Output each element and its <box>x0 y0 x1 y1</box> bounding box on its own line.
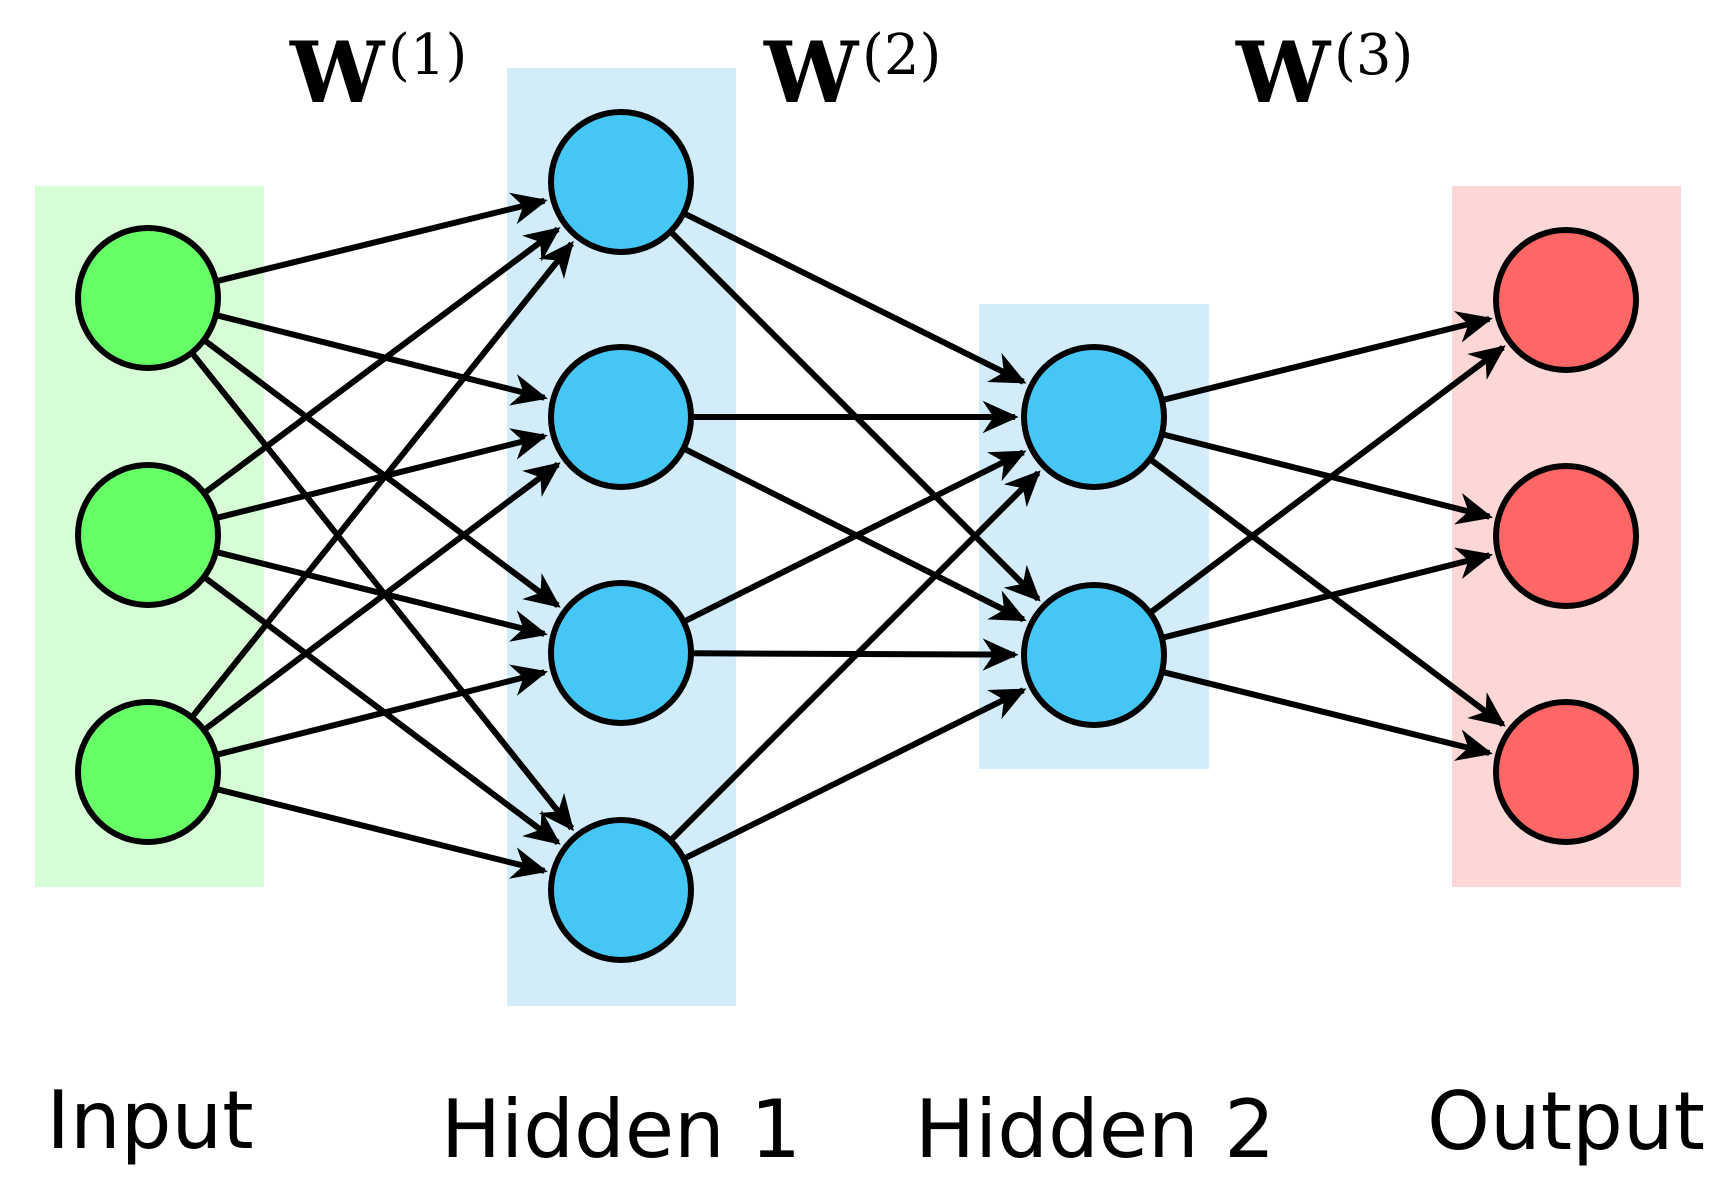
weight-3-base: W <box>1235 23 1332 122</box>
edge-hidden2-2-to-output-1 <box>1148 345 1506 616</box>
edge-input-2-to-hidden1-1 <box>202 226 561 496</box>
layer-label-hidden2: Hidden 2 <box>915 1083 1275 1176</box>
weight-2-base: W <box>763 23 860 122</box>
edge-input-3-to-hidden1-4 <box>215 786 548 879</box>
edge-hidden2-2-to-output-3 <box>1161 668 1493 761</box>
edge-input-2-to-hidden1-4 <box>202 574 561 845</box>
edge-hidden1-3-to-hidden2-1 <box>682 449 1027 625</box>
edge-input-1-to-hidden1-3 <box>202 337 561 608</box>
weight-label-3: W (3) <box>1235 23 1413 122</box>
weight-1-base: W <box>289 23 386 122</box>
weight-3-superscript: (3) <box>1334 23 1413 88</box>
connections <box>189 192 1506 879</box>
weight-label-2: W (2) <box>763 23 941 122</box>
edge-input-3-to-hidden1-2 <box>202 462 561 733</box>
layer-label-hidden1: Hidden 1 <box>441 1083 801 1176</box>
neuron-output-1 <box>1493 227 1639 373</box>
neuron-output-3 <box>1493 699 1639 845</box>
edge-input-2-to-hidden1-3 <box>215 549 548 642</box>
neuron-hidden1-1 <box>548 109 694 255</box>
layer-label-output: Output <box>1427 1075 1705 1168</box>
neuron-input-3 <box>75 699 221 845</box>
edge-hidden2-2-to-output-2 <box>1161 547 1493 641</box>
layer-label-input: Input <box>46 1074 253 1167</box>
weight-2-superscript: (2) <box>862 23 941 88</box>
edge-input-1-to-hidden1-1 <box>215 192 548 285</box>
neurons <box>75 109 1639 963</box>
edge-hidden2-1-to-output-2 <box>1161 431 1493 525</box>
weight-1-superscript: (1) <box>388 23 467 88</box>
weight-label-1: W (1) <box>289 23 467 122</box>
neuron-hidden2-2 <box>1021 582 1167 728</box>
neuron-hidden1-3 <box>548 580 694 726</box>
edge-hidden1-1-to-hidden2-1 <box>682 210 1027 385</box>
neuron-input-1 <box>75 225 221 371</box>
neuron-hidden1-4 <box>548 817 694 963</box>
edge-hidden1-4-to-hidden2-2 <box>682 687 1027 862</box>
edge-hidden2-1-to-output-3 <box>1148 456 1506 727</box>
edge-hidden2-1-to-output-1 <box>1161 311 1493 404</box>
edge-input-3-to-hidden1-3 <box>215 664 548 758</box>
edge-input-3-to-hidden1-1 <box>189 240 574 720</box>
neuron-hidden1-2 <box>548 344 694 490</box>
edge-input-1-to-hidden1-2 <box>215 312 548 406</box>
edge-input-2-to-hidden1-2 <box>215 428 548 521</box>
edge-hidden1-4-to-hidden2-1 <box>668 470 1041 843</box>
neuron-input-2 <box>75 462 221 608</box>
neuron-hidden2-1 <box>1021 344 1167 490</box>
neuron-output-2 <box>1493 463 1639 609</box>
